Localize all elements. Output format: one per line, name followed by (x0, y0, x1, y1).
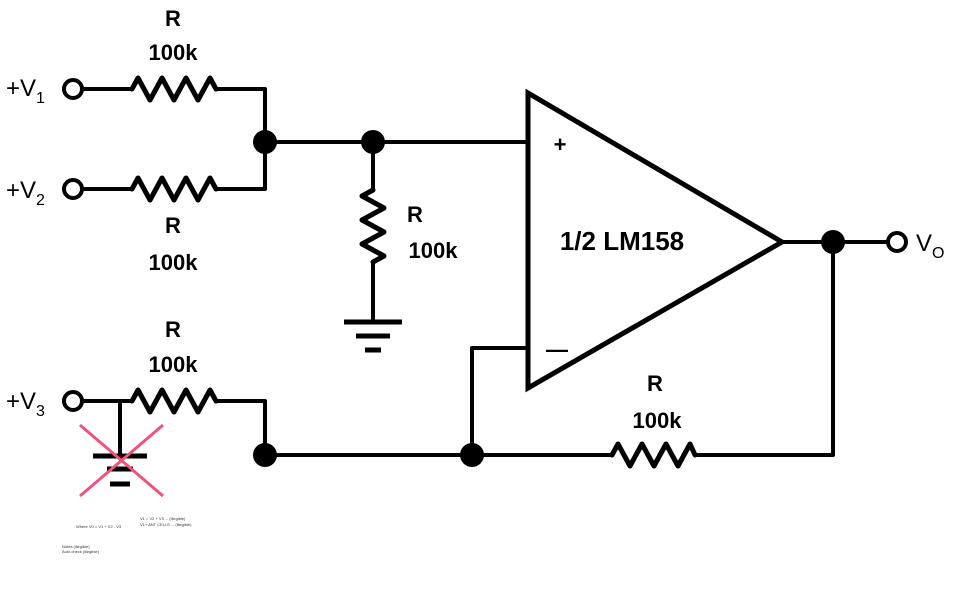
input-v3: +V3 R 100k (6, 317, 277, 498)
input-v1-terminal (62, 78, 84, 100)
input-v3-label: +V3 (6, 388, 45, 420)
resistor-v3-name: R (165, 317, 181, 342)
opamp-triangle (525, 88, 787, 393)
feedback-path: R 100k (263, 240, 835, 469)
junction-feedback (460, 443, 484, 467)
junction-v3 (253, 443, 277, 467)
resistor-v2-value: 100k (149, 250, 199, 275)
resistor-ground-value: 100k (409, 238, 459, 263)
resistor-v1-name: R (165, 6, 181, 31)
input-v2-label: +V2 (6, 177, 45, 209)
note-1: Where V0 = V1 + V2 - V3 (76, 524, 122, 529)
opamp-minus-symbol: — (546, 337, 568, 362)
resistor-ground-symbol (359, 187, 387, 265)
output-label: VO (916, 230, 944, 262)
opamp-plus-symbol: + (554, 132, 567, 157)
input-v3-terminal (62, 390, 84, 412)
notes: Where V0 = V1 + V2 - V3 V1 = V2 + V3 ...… (62, 516, 192, 554)
resistor-feedback-value: 100k (633, 408, 683, 433)
resistor-v1-value: 100k (149, 40, 199, 65)
note-5: Auto check (illegible) (62, 549, 100, 554)
input-v2-terminal (62, 178, 84, 200)
resistor-v3-value: 100k (149, 352, 199, 377)
resistor-feedback-symbol (609, 441, 698, 469)
note-4: Notes (illegible) (62, 544, 90, 549)
output-terminal (886, 231, 908, 253)
input-v1: +V1 R 100k (6, 6, 267, 144)
note-3: V1+ ANT CELLS ... (illegible) (140, 522, 192, 527)
note-2: V1 = V2 + V3 ... (illegible) (140, 516, 186, 521)
strike-line-2 (79, 423, 164, 498)
input-v1-label: +V1 (6, 75, 45, 107)
resistor-v2-name: R (165, 213, 181, 238)
opamp-label: 1/2 LM158 (560, 226, 684, 256)
resistor-v1-symbol (129, 75, 219, 103)
resistor-feedback-name: R (647, 371, 663, 396)
resistor-ground-name: R (407, 202, 423, 227)
junction-sum (253, 130, 277, 154)
removed-capacitor (79, 399, 164, 498)
resistor-ground: R 100k (344, 140, 459, 353)
input-v2: +V2 R 100k (6, 140, 267, 275)
opamp: + — 1/2 LM158 (525, 88, 787, 393)
resistor-v3-symbol (129, 387, 219, 415)
output: VO (780, 230, 944, 262)
resistor-v2-symbol (129, 175, 219, 203)
